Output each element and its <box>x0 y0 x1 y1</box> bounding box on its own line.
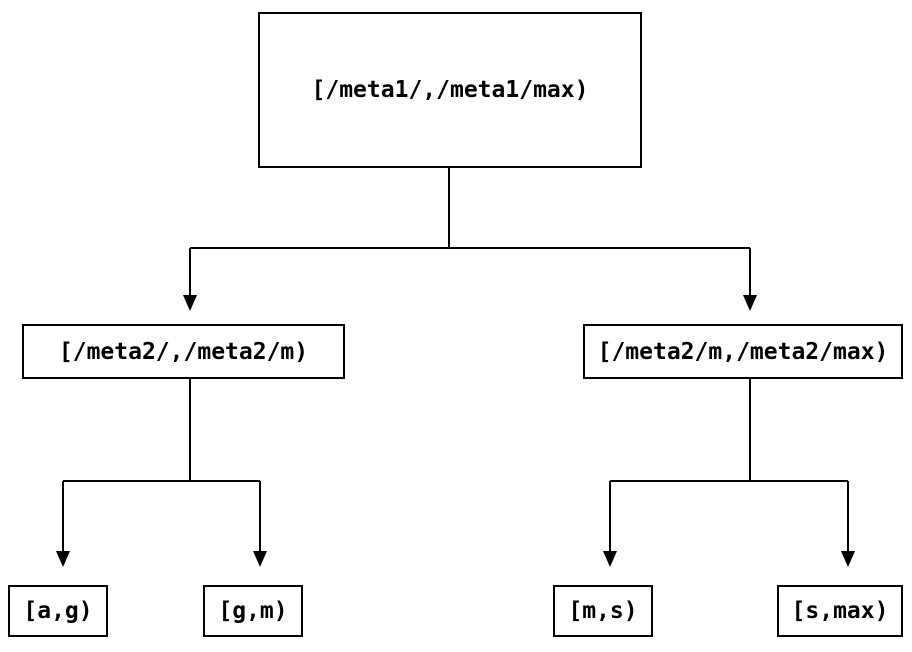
node-leaf-a-g: [a,g) <box>8 585 108 637</box>
arrowhead-root-to-right <box>743 295 757 311</box>
arrowhead-right-to-leaf-smax <box>841 551 855 567</box>
node-right-child: [/meta2/m,/meta2/max) <box>583 324 903 379</box>
node-leaf-s-max: [s,max) <box>777 585 903 637</box>
arrowhead-left-to-leaf-gm <box>253 551 267 567</box>
arrowhead-right-to-leaf-ms <box>603 551 617 567</box>
node-leaf-m-s-label: [m,s) <box>568 598 638 624</box>
node-leaf-m-s: [m,s) <box>553 585 653 637</box>
node-leaf-g-m: [g,m) <box>203 585 303 637</box>
arrowhead-left-to-leaf-ag <box>56 551 70 567</box>
node-leaf-g-m-label: [g,m) <box>218 598 288 624</box>
node-root: [/meta1/,/meta1/max) <box>258 12 642 168</box>
node-root-label: [/meta1/,/meta1/max) <box>311 77 589 103</box>
node-left-child-label: [/meta2/,/meta2/m) <box>58 338 309 365</box>
node-right-child-label: [/meta2/m,/meta2/max) <box>597 338 889 365</box>
node-leaf-a-g-label: [a,g) <box>23 598 93 624</box>
node-left-child: [/meta2/,/meta2/m) <box>22 324 345 379</box>
arrowhead-root-to-left <box>183 295 197 311</box>
node-leaf-s-max-label: [s,max) <box>791 598 889 624</box>
